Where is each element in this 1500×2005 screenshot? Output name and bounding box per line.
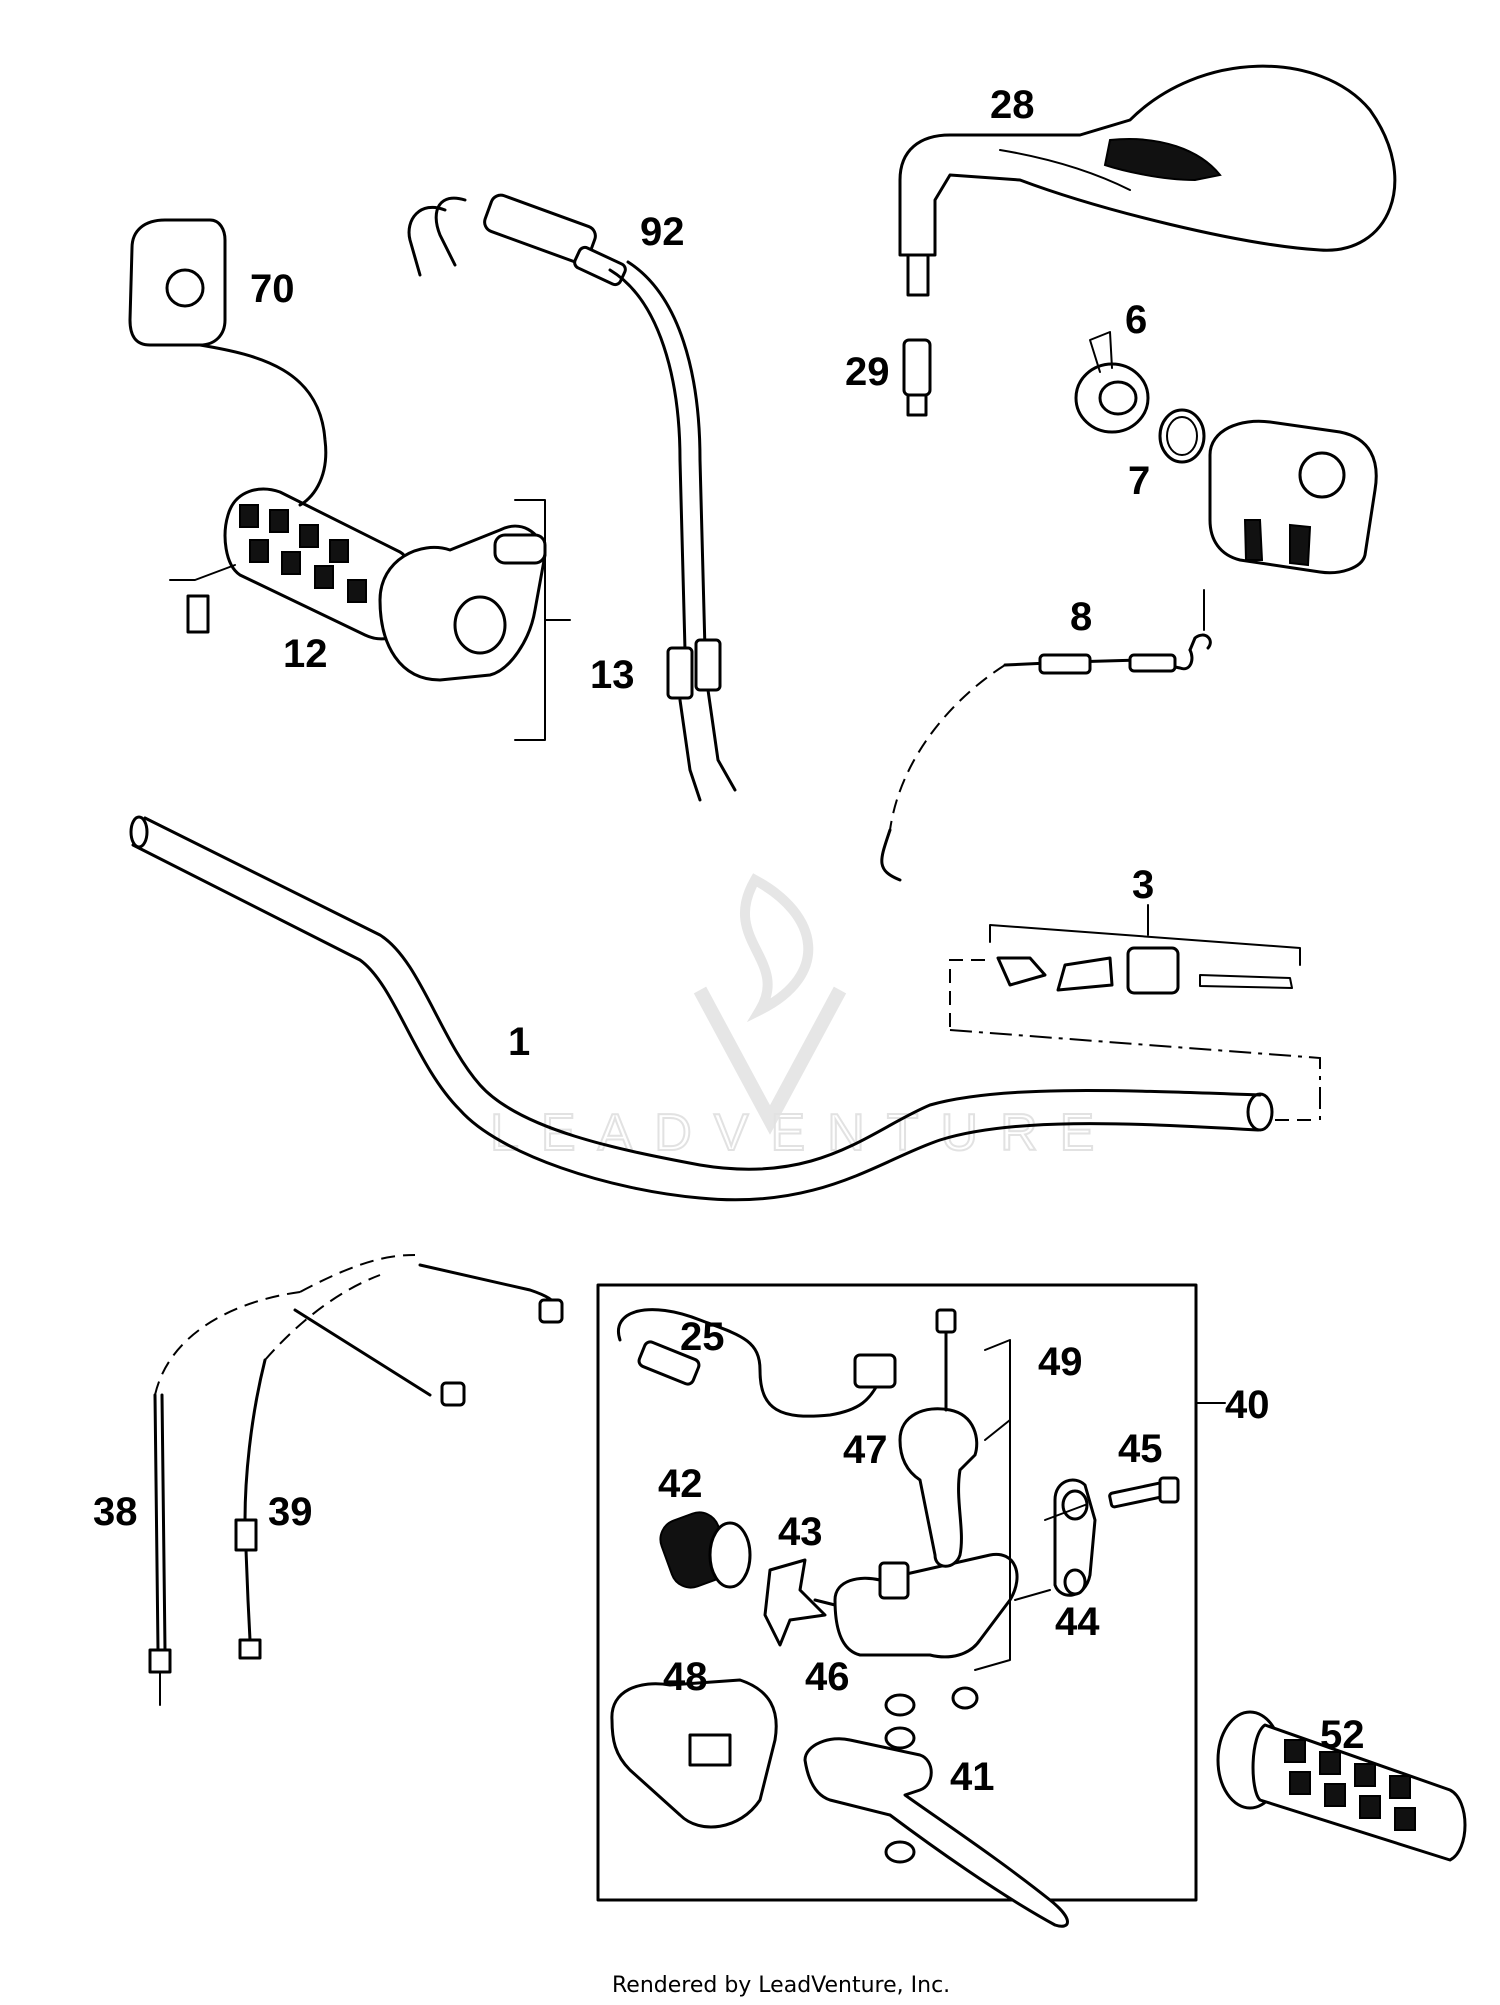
- callout-1: 1: [508, 1020, 530, 1064]
- callout-13: 13: [590, 653, 635, 697]
- callout-92: 92: [640, 210, 685, 254]
- throttle-grip-part-12: [169, 487, 415, 641]
- callout-48: 48: [663, 1655, 708, 1699]
- o-ring-part-7: [1158, 408, 1206, 464]
- cable-part-38: [148, 1254, 416, 1706]
- lever-bracket-part-46: [833, 1552, 1019, 1659]
- watermark-text: LEADVENTURE: [490, 1104, 1116, 1162]
- guard-part-48: [610, 1678, 778, 1829]
- washer-stack: [884, 1686, 979, 1864]
- switch-part-25: [617, 1308, 897, 1418]
- throttle-cables-part-92: [407, 193, 737, 802]
- cable-part-8: [880, 589, 1212, 882]
- callout-28: 28: [990, 83, 1035, 127]
- callout-12: 12: [283, 632, 328, 676]
- callout-6: 6: [1125, 298, 1147, 342]
- clamp-part-44: [1053, 1478, 1097, 1597]
- callout-70: 70: [250, 267, 295, 311]
- callout-41: 41: [950, 1755, 995, 1799]
- bolt-part-49: [935, 1308, 1011, 1671]
- callout-40: 40: [1225, 1383, 1270, 1427]
- handlebar-part-1: [129, 815, 1315, 1202]
- leader-lines: [984, 1419, 1086, 1601]
- callout-39: 39: [268, 1490, 313, 1534]
- grip-part-52: [1216, 1710, 1467, 1862]
- footer-credit: Rendered by LeadVenture, Inc.: [612, 1973, 950, 1998]
- lever-pin-part-47: [898, 1407, 979, 1568]
- callout-7: 7: [1128, 459, 1150, 503]
- knob-part-43: [763, 1558, 837, 1647]
- callout-44: 44: [1055, 1600, 1100, 1644]
- callout-42: 42: [658, 1462, 703, 1506]
- switch-box-part-70: [128, 218, 328, 507]
- bolt-part-45: [1108, 1476, 1180, 1509]
- bar-end-kit-part-3: [949, 904, 1321, 1120]
- callout-3: 3: [1132, 863, 1154, 907]
- switch-ring-part-6: [1074, 331, 1150, 434]
- callout-47: 47: [843, 1428, 888, 1472]
- mirror-adapter-part-29: [902, 338, 932, 417]
- callout-49: 49: [1038, 1340, 1083, 1384]
- switch-housing: [1208, 419, 1378, 575]
- throttle-housing-part-13: [378, 499, 571, 741]
- callout-46: 46: [805, 1655, 850, 1699]
- callout-38: 38: [93, 1490, 138, 1534]
- clutch-lever-part-41: [803, 1737, 1069, 1928]
- callout-labels: 1 3 6 7 8 12 13 25 28 29 38 39 40 41 42 …: [93, 83, 1365, 1799]
- cable-part-39: [234, 1263, 564, 1660]
- mirror-part-28: [898, 64, 1397, 297]
- watermark-logo: LEADVENTURE: [489, 873, 1116, 1163]
- callout-43: 43: [778, 1510, 823, 1554]
- callout-8: 8: [1070, 595, 1092, 639]
- callout-25: 25: [680, 1315, 725, 1359]
- callout-52: 52: [1320, 1713, 1365, 1757]
- callout-45: 45: [1118, 1427, 1163, 1471]
- adjuster-part-42: [659, 1511, 752, 1589]
- clutch-assembly-box-part-40: [596, 1283, 1226, 1902]
- callout-29: 29: [845, 350, 890, 394]
